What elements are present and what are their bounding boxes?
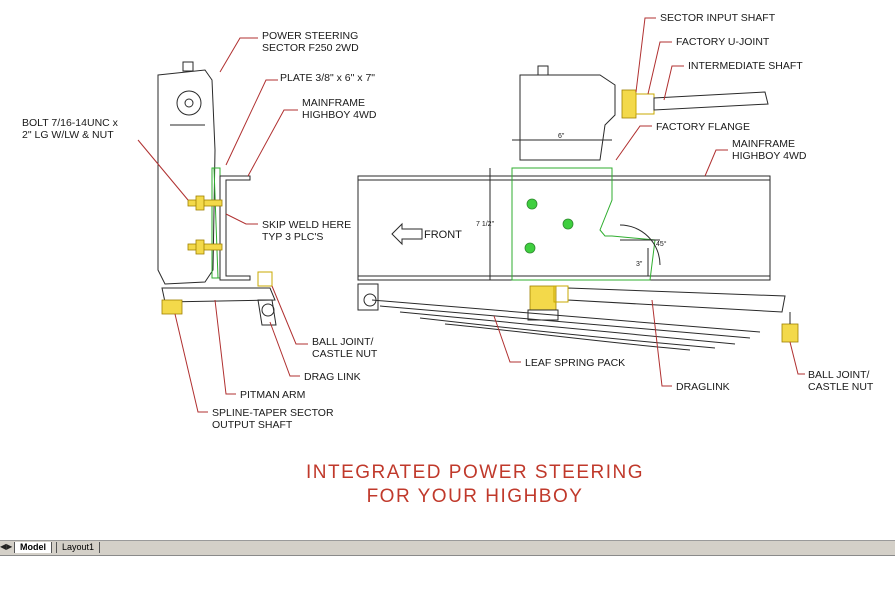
cad-drawing-area: POWER STEERING SECTOR F250 2WD PLATE 3/8… bbox=[22, 12, 874, 507]
label-ball-joint-left-line2: CASTLE NUT bbox=[312, 348, 378, 360]
label-spline-taper-line1: SPLINE-TAPER SECTOR bbox=[212, 407, 334, 419]
label-mainframe-left-line1: MAINFRAME bbox=[302, 97, 365, 109]
tab-model[interactable]: Model bbox=[14, 542, 52, 553]
label-front: FRONT bbox=[424, 229, 462, 241]
label-ball-joint-right-line1: BALL JOINT/ bbox=[808, 369, 870, 381]
label-spline-taper-line2: OUTPUT SHAFT bbox=[212, 419, 293, 431]
label-intermediate-shaft: INTERMEDIATE SHAFT bbox=[688, 60, 803, 72]
label-ball-joint-left-line1: BALL JOINT/ bbox=[312, 336, 374, 348]
label-factory-ujoint: FACTORY U-JOINT bbox=[676, 36, 770, 48]
title-line1: INTEGRATED POWER STEERING bbox=[306, 462, 644, 483]
right-side-view bbox=[357, 65, 799, 351]
layout-tab-bar: ◀▶ Model Layout1 bbox=[0, 540, 895, 556]
steering-diagram: POWER STEERING SECTOR F250 2WD PLATE 3/8… bbox=[22, 12, 874, 507]
dim-small: 3" bbox=[636, 261, 643, 268]
label-draglink: DRAGLINK bbox=[676, 381, 730, 393]
label-plate: PLATE 3/8" x 6" x 7" bbox=[280, 72, 375, 84]
component-labels: POWER STEERING SECTOR F250 2WD PLATE 3/8… bbox=[22, 12, 874, 431]
label-factory-flange: FACTORY FLANGE bbox=[656, 121, 750, 133]
title-line2: FOR YOUR HIGHBOY bbox=[367, 486, 584, 507]
label-bolt-line2: 2" LG W/LW & NUT bbox=[22, 129, 114, 141]
label-power-steering-line1: POWER STEERING bbox=[262, 30, 358, 42]
label-pitman-arm: PITMAN ARM bbox=[240, 389, 305, 401]
label-ball-joint-right-line2: CASTLE NUT bbox=[808, 381, 874, 393]
label-mainframe-left-line2: HIGHBOY 4WD bbox=[302, 109, 377, 121]
label-mainframe-right-line2: HIGHBOY 4WD bbox=[732, 150, 807, 162]
dimension-labels: 6" 7 1/2" 45° 3" bbox=[476, 133, 667, 268]
label-drag-link: DRAG LINK bbox=[304, 371, 361, 383]
label-leaf-spring-pack: LEAF SPRING PACK bbox=[525, 357, 625, 369]
dim-width: 6" bbox=[558, 133, 565, 140]
command-area bbox=[0, 556, 895, 609]
label-sector-input-shaft: SECTOR INPUT SHAFT bbox=[660, 12, 776, 24]
dim-height: 7 1/2" bbox=[476, 221, 495, 228]
leader-lines bbox=[137, 17, 805, 413]
dim-angle: 45° bbox=[656, 240, 667, 248]
drawing-title: INTEGRATED POWER STEERING FOR YOUR HIGHB… bbox=[306, 462, 644, 507]
label-skip-weld-line2: TYP 3 PLC'S bbox=[262, 231, 323, 243]
label-power-steering-line2: SECTOR F250 2WD bbox=[262, 42, 359, 54]
tab-layout1[interactable]: Layout1 bbox=[56, 542, 101, 553]
label-mainframe-right-line1: MAINFRAME bbox=[732, 138, 795, 150]
left-end-view bbox=[157, 61, 277, 326]
tab-nav-arrows-icon[interactable]: ◀▶ bbox=[0, 542, 13, 551]
label-skip-weld-line1: SKIP WELD HERE bbox=[262, 219, 351, 231]
label-bolt-line1: BOLT 7/16-14UNC x bbox=[22, 117, 119, 129]
